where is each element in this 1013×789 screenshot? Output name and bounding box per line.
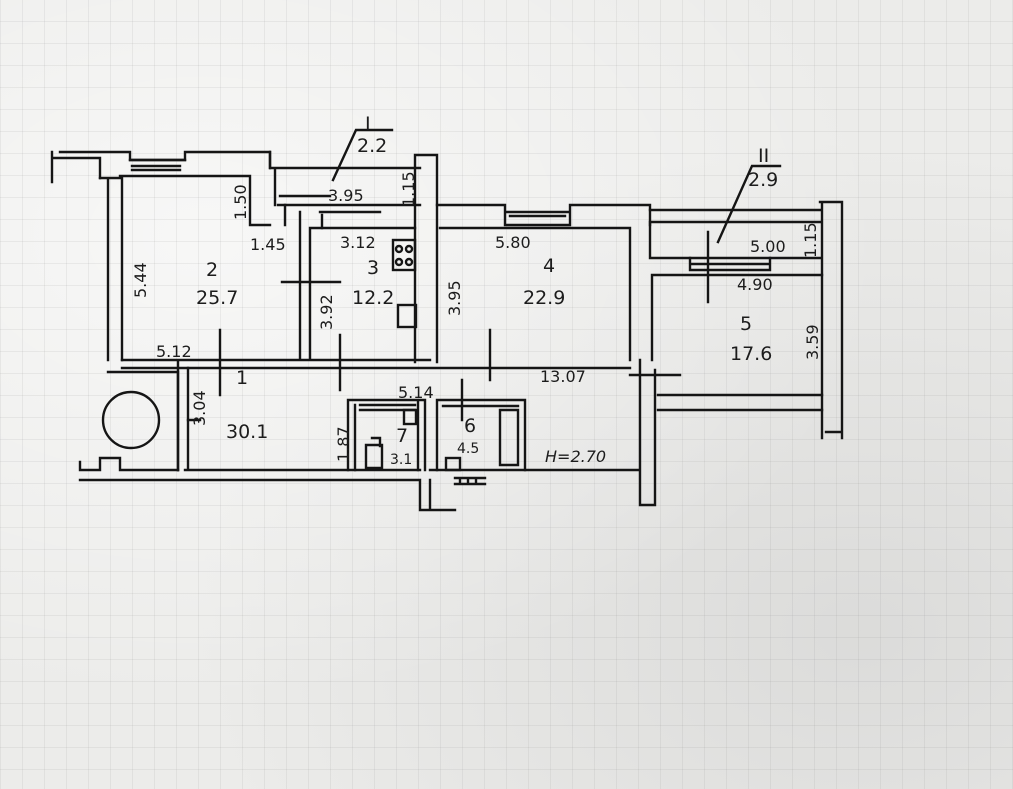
room-1-area: 30.1 xyxy=(226,421,268,443)
dim-4-90: 4.90 xyxy=(737,275,773,294)
dim-1-15-a: 1.15 xyxy=(399,171,418,207)
room-6-area: 4.5 xyxy=(457,441,479,457)
dim-5-12: 5.12 xyxy=(156,342,192,361)
dim-3-12: 3.12 xyxy=(340,233,376,252)
room-1-number: 1 xyxy=(236,367,248,389)
balcony-i-label: I xyxy=(365,113,371,135)
balcony-ii-label: II xyxy=(758,145,769,167)
dim-3-04: 3.04 xyxy=(190,390,209,426)
balcony-i-area: 2.2 xyxy=(357,135,387,157)
room-5-number: 5 xyxy=(740,313,752,335)
dim-5-80: 5.80 xyxy=(495,233,531,252)
room-5-area: 17.6 xyxy=(730,343,772,365)
room-3-area: 12.2 xyxy=(352,287,394,309)
dim-3-92: 3.92 xyxy=(317,294,336,330)
dim-1-50: 1.50 xyxy=(231,184,250,220)
room-2-area: 25.7 xyxy=(196,287,238,309)
balcony-ii-area: 2.9 xyxy=(748,169,778,191)
room-4-number: 4 xyxy=(543,255,555,277)
ceiling-height-note: H=2.70 xyxy=(545,447,606,466)
dim-balcony-i-width: 3.95 xyxy=(328,186,364,205)
dim-3-59: 3.59 xyxy=(803,324,822,360)
dim-5-44: 5.44 xyxy=(131,262,150,298)
room-4-area: 22.9 xyxy=(523,287,565,309)
room-7-area: 3.1 xyxy=(390,452,412,468)
dim-1-87: 1.87 xyxy=(334,426,353,462)
dim-5-00: 5.00 xyxy=(750,237,786,256)
dim-5-14: 5.14 xyxy=(398,383,434,402)
room-2-number: 2 xyxy=(206,259,218,281)
dim-1-45: 1.45 xyxy=(250,235,286,254)
room-7-number: 7 xyxy=(396,425,408,447)
dim-1-15-b: 1.15 xyxy=(801,222,820,258)
dim-3-95-room4: 3.95 xyxy=(445,280,464,316)
dim-13-07: 13.07 xyxy=(540,367,586,386)
room-6-number: 6 xyxy=(464,415,476,437)
room-3-number: 3 xyxy=(367,257,379,279)
